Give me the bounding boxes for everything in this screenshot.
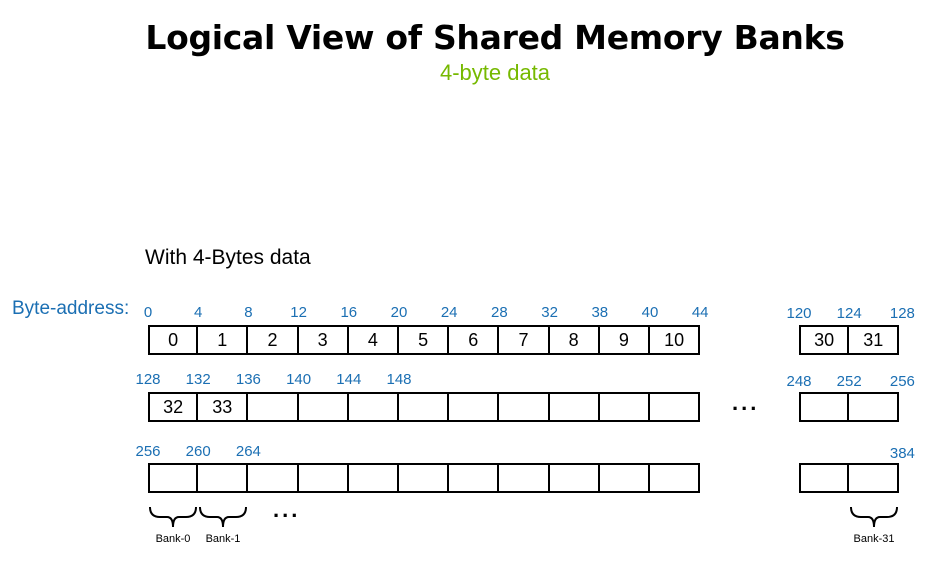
byte-address-value: 256: [135, 443, 161, 460]
bank-1-brace: [199, 506, 247, 528]
byte-address-value: 140: [286, 371, 312, 388]
byte-address-value: 38: [591, 304, 609, 321]
row-gap-ellipsis: ...: [732, 390, 760, 415]
byte-address-value: 12: [290, 304, 307, 321]
bank-31-brace: [850, 506, 898, 528]
memory-cell: 5: [397, 325, 450, 355]
memory-cell: 1: [196, 325, 249, 355]
byte-address-value: 40: [641, 304, 659, 321]
byte-address-value: 256: [889, 373, 915, 390]
byte-address-value: 124: [836, 305, 862, 322]
memory-cell: [246, 463, 299, 493]
memory-cell: [196, 463, 249, 493]
byte-address-value: 144: [336, 371, 362, 388]
bank-1-label: Bank-1: [205, 533, 241, 545]
memory-cell: [397, 392, 450, 422]
memory-cell: [547, 463, 600, 493]
diagram-title: Logical View of Shared Memory Banks: [145, 18, 845, 57]
byte-address-value: 16: [340, 304, 358, 321]
byte-address-value: 28: [491, 304, 508, 321]
memory-cell: [148, 463, 199, 493]
byte-address-value: 132: [185, 371, 211, 388]
byte-address-value: 44: [691, 304, 709, 321]
caption-text: With 4-Bytes data: [145, 246, 311, 269]
memory-cell: [447, 463, 500, 493]
byte-address-label: Byte-address:: [12, 298, 130, 319]
memory-cell: 2: [246, 325, 299, 355]
memory-cell: [597, 463, 650, 493]
memory-cell: [296, 392, 349, 422]
memory-cell: [296, 463, 349, 493]
memory-cell: [346, 463, 399, 493]
byte-address-value: 384: [889, 445, 915, 462]
memory-cell: [597, 392, 650, 422]
byte-address-value: 128: [135, 371, 161, 388]
memory-cell: [847, 392, 900, 422]
memory-cell: 7: [497, 325, 550, 355]
memory-cell: [547, 392, 600, 422]
bank-0-brace: [149, 506, 197, 528]
memory-cell: 9: [597, 325, 650, 355]
memory-cell: [648, 463, 701, 493]
memory-cell: 3: [296, 325, 349, 355]
memory-cell: 30: [799, 325, 850, 355]
memory-cell: [447, 392, 500, 422]
bank-31-label: Bank-31: [853, 533, 895, 545]
memory-cell: 6: [447, 325, 500, 355]
byte-address-value: 24: [440, 304, 458, 321]
memory-cell: 4: [346, 325, 399, 355]
byte-address-value: 148: [386, 371, 412, 388]
byte-address-value: 136: [235, 371, 261, 388]
byte-address-value: 252: [836, 373, 862, 390]
byte-address-value: 4: [194, 304, 203, 321]
memory-cell: [799, 392, 850, 422]
memory-cell: [847, 463, 900, 493]
byte-address-value: 20: [390, 304, 408, 321]
memory-cell: [346, 392, 399, 422]
bank-0-label: Bank-0: [155, 533, 191, 545]
memory-cell: [246, 392, 299, 422]
byte-address-value: 120: [786, 305, 812, 322]
byte-address-value: 128: [889, 305, 915, 322]
memory-cell: 32: [148, 392, 199, 422]
byte-address-value: 264: [235, 443, 261, 460]
memory-cell: [497, 392, 550, 422]
memory-cell: 0: [148, 325, 199, 355]
memory-cell: [648, 392, 701, 422]
memory-cell: [497, 463, 550, 493]
diagram-subtitle: 4-byte data: [439, 60, 551, 85]
byte-address-value: 0: [143, 304, 153, 321]
byte-address-value: 8: [244, 304, 253, 321]
memory-cell: 10: [648, 325, 701, 355]
memory-cell: 33: [196, 392, 249, 422]
byte-address-value: 32: [541, 304, 558, 321]
bank-gap-ellipsis: ...: [273, 497, 301, 522]
memory-cell: 8: [547, 325, 600, 355]
byte-address-value: 248: [786, 373, 812, 390]
byte-address-value: 260: [185, 443, 211, 460]
memory-cell: [397, 463, 450, 493]
memory-cell: 31: [847, 325, 900, 355]
memory-cell: [799, 463, 850, 493]
